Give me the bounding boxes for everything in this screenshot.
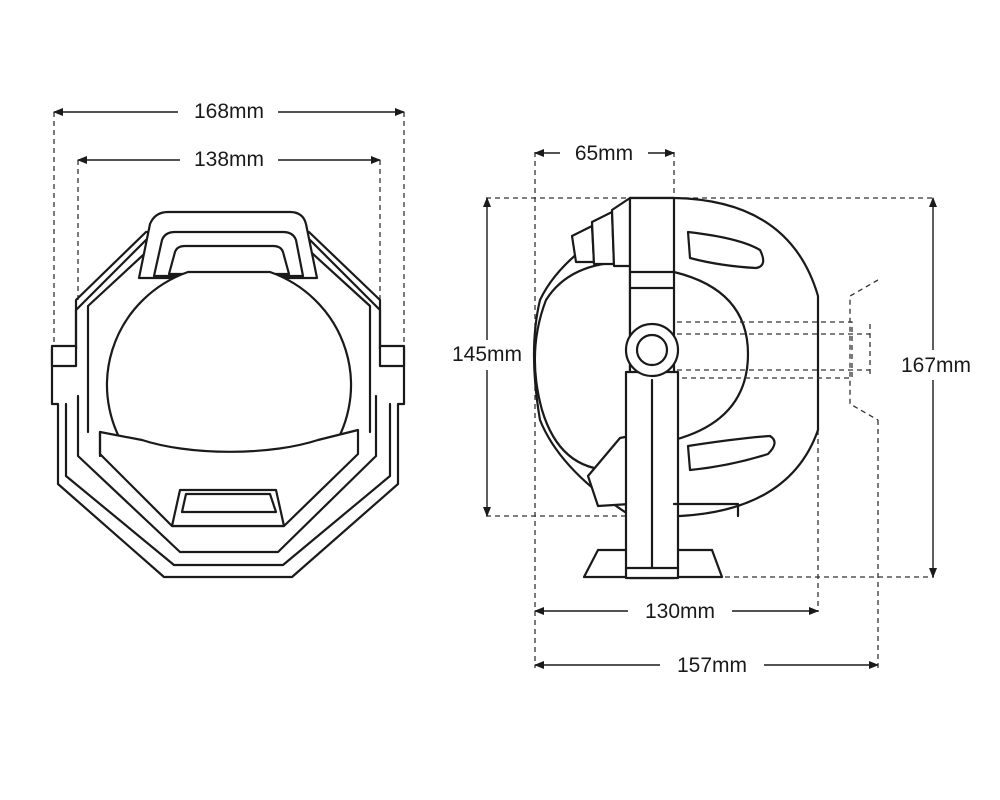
side-fin-2 xyxy=(590,210,616,266)
front-view xyxy=(50,112,406,579)
side-mount-clamp-dashed xyxy=(849,279,879,421)
front-housing-side-right xyxy=(306,236,382,351)
side-front-dome xyxy=(533,260,632,472)
side-dimension-130: 130mm xyxy=(534,600,819,623)
dim-label-157mm: 157mm xyxy=(677,654,747,677)
front-pivot-bolt-left xyxy=(50,344,78,368)
side-fin-3 xyxy=(610,196,632,268)
side-slot-bottom xyxy=(686,434,776,472)
side-dimension-167: 167mm xyxy=(894,197,978,578)
dim-label-145-bg xyxy=(446,340,528,368)
side-fin-1 xyxy=(570,224,596,264)
front-pivot-bolt-right xyxy=(378,344,406,368)
side-lens-ring xyxy=(672,270,750,442)
front-bracket-inner xyxy=(64,402,392,567)
side-dimension-65: 65mm xyxy=(534,142,675,165)
side-dimension-157: 157mm xyxy=(534,654,879,677)
side-rear-step xyxy=(672,502,740,518)
dim-label-138mm: 138mm xyxy=(194,148,264,171)
dim-label-168mm: 168mm xyxy=(194,100,264,123)
dim-label-130mm: 130mm xyxy=(645,600,715,623)
front-bracket-inner-2 xyxy=(76,394,378,554)
front-lower-shroud xyxy=(98,428,360,528)
front-logo-plate-inner xyxy=(180,492,278,514)
side-pivot-knob-inner xyxy=(635,333,669,367)
front-top-handle-inner xyxy=(167,244,291,276)
front-housing-side-left xyxy=(74,236,150,351)
dim-label-167mm: 167mm xyxy=(901,354,971,377)
dim-label-145mm: 145mm xyxy=(452,343,522,366)
side-view xyxy=(486,152,934,668)
dim-label-65mm: 65mm xyxy=(575,142,633,165)
side-dimension-145: 145mm xyxy=(446,197,528,517)
front-dimension-168: 168mm xyxy=(53,100,405,123)
side-slot-top xyxy=(686,230,765,270)
dim-label-167-bg xyxy=(894,350,978,378)
front-logo-plate xyxy=(170,488,286,528)
front-dimension-138: 138mm xyxy=(77,148,381,171)
